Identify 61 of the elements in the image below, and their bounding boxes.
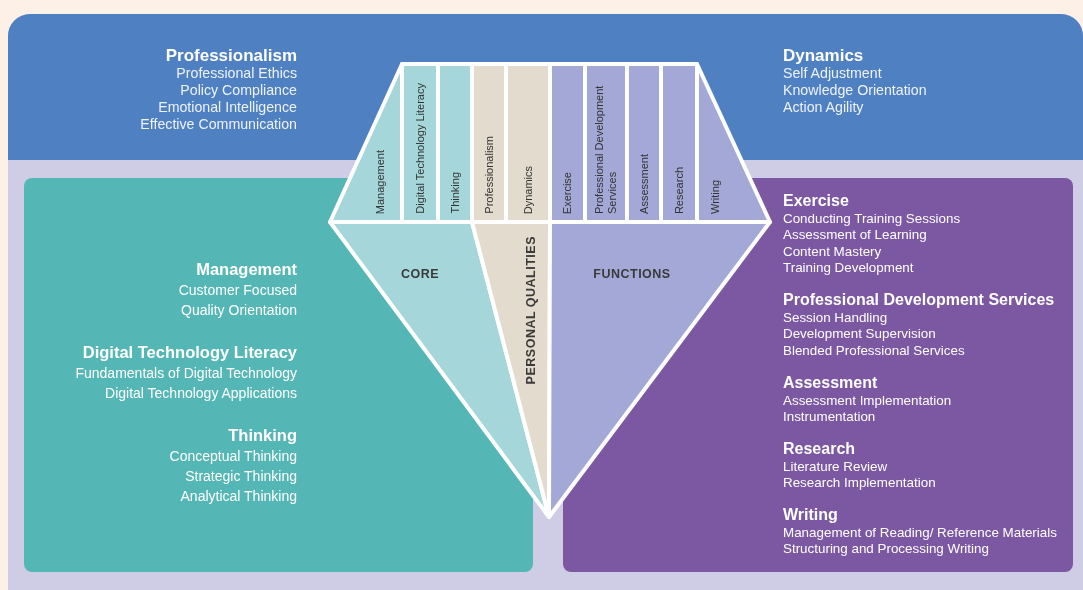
item-text: Self Adjustment xyxy=(783,65,882,82)
group-heading: Exercise xyxy=(783,192,849,211)
section-label: CORE xyxy=(400,267,440,281)
column-label: Assessment xyxy=(637,154,651,214)
item-text: Conducting Training Sessions xyxy=(783,210,961,228)
column-label: Professionalism xyxy=(482,136,496,214)
column-label: Thinking xyxy=(448,172,462,214)
item-text: Development Supervision xyxy=(783,326,936,343)
item-text: Conceptual Thinking xyxy=(169,447,297,466)
column-segment xyxy=(550,64,585,222)
item-text: Management of Reading/ Reference Materials xyxy=(783,524,1057,542)
column-segment xyxy=(661,64,697,222)
column-label: Management xyxy=(373,149,387,214)
column-segment xyxy=(627,64,661,222)
column-segment xyxy=(438,64,472,222)
column-segment xyxy=(585,64,627,222)
item-text: Customer Focused xyxy=(178,281,297,300)
item-text: Professional Ethics xyxy=(176,65,297,82)
item-text: Knowledge Orientation xyxy=(783,82,927,99)
column-label: Exercise xyxy=(560,171,574,214)
column-segment xyxy=(472,64,506,222)
column-label: Dynamics xyxy=(521,165,535,214)
item-text: Assessment Implementation xyxy=(783,392,952,410)
group-heading: Thinking xyxy=(228,425,297,446)
item-text: Instrumentation xyxy=(783,409,876,426)
item-text: Research Implementation xyxy=(783,475,936,492)
item-text: Session Handling xyxy=(783,309,888,327)
column-label: Professional Development Services xyxy=(593,84,619,214)
column-segment xyxy=(402,64,438,222)
group-heading: Management xyxy=(196,259,297,280)
group-heading: Writing xyxy=(783,506,838,525)
item-text: Literature Review xyxy=(783,458,888,476)
item-text: Quality Orientation xyxy=(181,301,297,320)
section-label: FUNCTIONS xyxy=(593,267,671,281)
group-heading: Assessment xyxy=(783,374,878,393)
item-text: Effective Communication xyxy=(140,116,297,133)
column-label: Digital Technology Literacy xyxy=(413,83,427,214)
item-text: Strategic Thinking xyxy=(185,467,297,486)
core-triangle xyxy=(330,222,549,517)
item-text: Digital Technology Applications xyxy=(105,384,297,403)
group-heading: Dynamics xyxy=(783,46,864,65)
item-text: Blended Professional Services xyxy=(783,342,965,360)
item-text: Content Mastery xyxy=(783,243,882,261)
item-text: Assessment of Learning xyxy=(783,227,927,244)
item-text: Structuring and Processing Writing xyxy=(783,541,989,558)
item-text: Action Agility xyxy=(783,99,864,116)
column-label: Writing xyxy=(708,179,722,214)
group-heading: Professionalism xyxy=(165,46,297,65)
group-heading: Research xyxy=(783,440,856,459)
column-segment xyxy=(506,64,550,222)
item-text: Training Development xyxy=(783,260,914,277)
item-text: Policy Compliance xyxy=(180,82,297,99)
group-heading: Digital Technology Literacy xyxy=(82,342,297,363)
column-segment xyxy=(697,64,770,222)
item-text: Fundamentals of Digital Technology xyxy=(75,364,297,383)
section-label: PERSONAL QUALITIES xyxy=(524,236,538,385)
item-text: Analytical Thinking xyxy=(180,487,297,506)
column-label: Research xyxy=(672,166,686,214)
group-heading: Professional Development Services xyxy=(783,291,1055,310)
functions-triangle xyxy=(549,222,770,517)
item-text: Emotional Intelligence xyxy=(158,99,297,116)
